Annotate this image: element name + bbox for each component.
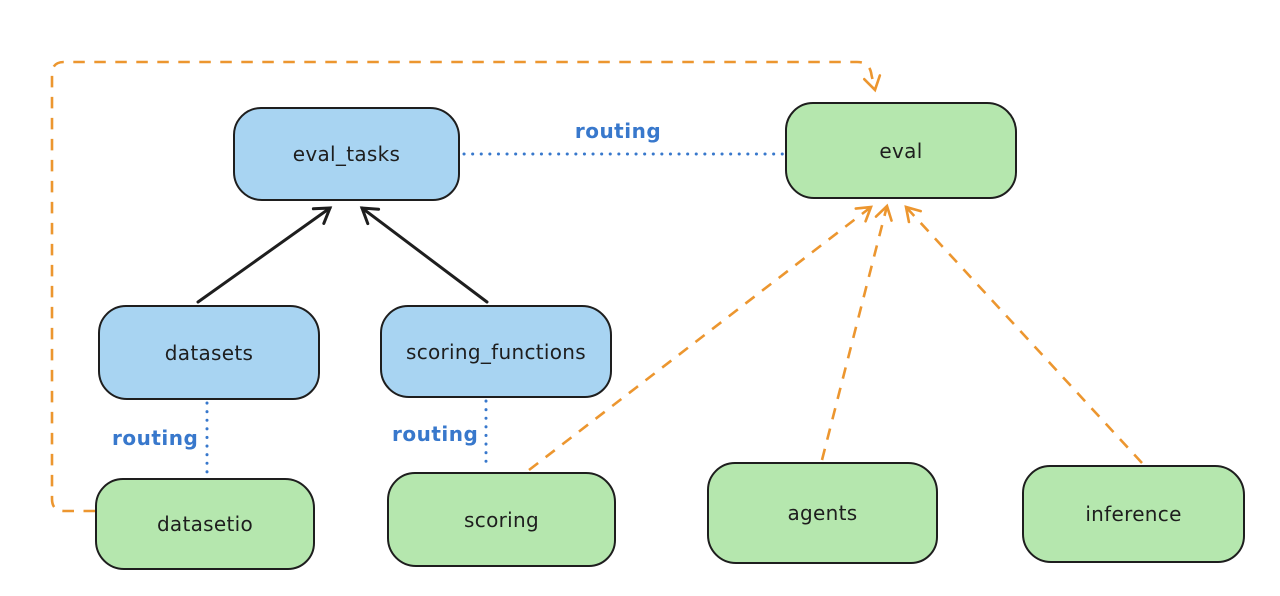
node-eval[interactable]: eval <box>785 102 1017 199</box>
node-inference[interactable]: inference <box>1022 465 1245 563</box>
node-datasetio[interactable]: datasetio <box>95 478 315 570</box>
node-datasets[interactable]: datasets <box>98 305 320 400</box>
node-datasetio-label: datasetio <box>156 512 254 536</box>
edge-inference-to-eval[interactable] <box>904 205 1143 464</box>
edge-scoring-to-eval[interactable] <box>528 205 873 472</box>
node-eval-label: eval <box>879 138 923 163</box>
node-datasets-label: datasets <box>164 340 254 365</box>
node-scoring-functions-label: scoring_functions <box>405 339 587 364</box>
routing-label-datasets-datasetio[interactable]: routing <box>112 426 199 450</box>
node-agents[interactable]: agents <box>707 462 938 564</box>
routing-label-scoring-functions-scoring[interactable]: routing <box>392 422 479 446</box>
node-scoring-label: scoring <box>464 507 539 532</box>
node-inference-label: inference <box>1085 502 1182 526</box>
node-scoring[interactable]: scoring <box>387 472 616 567</box>
edge-datasetio-to-eval[interactable] <box>50 60 882 513</box>
edge-datasets-to-eval_tasks[interactable] <box>196 206 333 304</box>
node-eval-tasks[interactable]: eval_tasks <box>233 107 460 201</box>
node-eval-tasks-label: eval_tasks <box>292 142 401 166</box>
edge-agents-to-eval[interactable] <box>820 203 893 461</box>
edge-scoring_functions-to-eval_tasks[interactable] <box>359 206 489 304</box>
node-agents-label: agents <box>787 501 858 525</box>
node-scoring-functions[interactable]: scoring_functions <box>380 305 612 398</box>
routing-label-eval-tasks-eval[interactable]: routing <box>574 119 662 143</box>
